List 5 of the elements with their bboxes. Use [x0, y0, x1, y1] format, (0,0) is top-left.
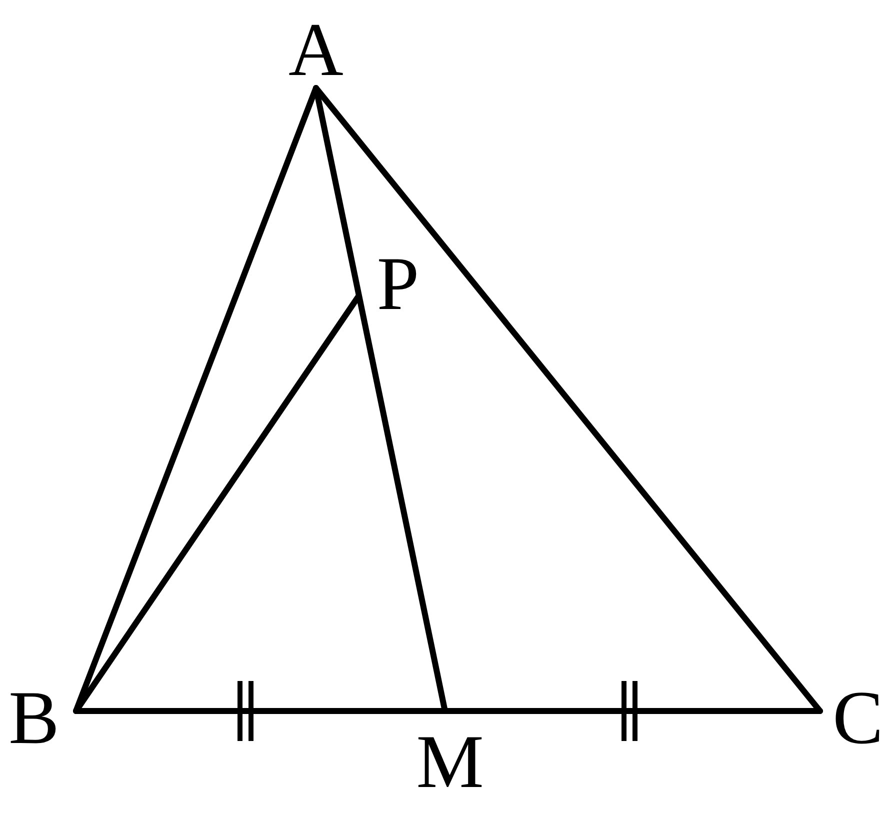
point-label: A	[288, 12, 344, 88]
point-label: P	[376, 246, 420, 322]
point-label: M	[416, 724, 484, 800]
point-label: B	[8, 680, 60, 756]
point-label: C	[832, 680, 884, 756]
